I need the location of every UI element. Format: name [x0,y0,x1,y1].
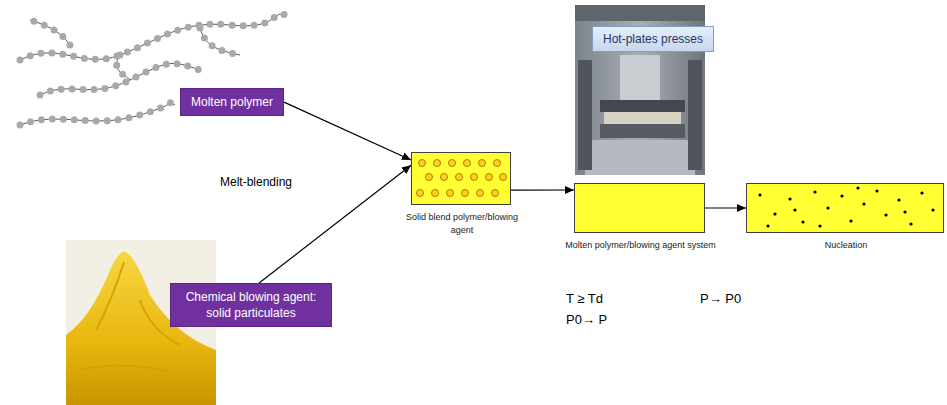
node-label: Chemical blowing agent: solid particulat… [181,289,321,321]
node-label: Solid blend polymer/blowing agent [403,211,521,237]
condition-label: P0→ P [566,310,607,328]
node-label: Nucleation [771,239,921,252]
material-box: Molten polymer/blowing agent system [574,183,705,233]
node-label: Molten polymer [191,94,273,110]
nuclei-dots [758,186,934,227]
condition-text: P0→ P [566,312,607,327]
flow-arrow [284,102,411,160]
label-box: Molten polymer [180,88,284,116]
condition-label: T ≥ Td [566,289,603,307]
blowing-agent-particles [417,160,507,197]
condition-text: P→ P0 [700,291,741,306]
edge-label-text: Melt-blending [218,175,294,189]
edge-label: Melt-blending [218,172,294,190]
condition-label: P→ P0 [700,289,741,307]
condition-text: T ≥ Td [566,291,603,306]
node-label: Hot-plates presses [603,32,703,46]
node-label: Molten polymer/blowing agent system [561,239,721,252]
material-box: Solid blend polymer/blowing agent [411,152,511,205]
polymer-chain [20,14,286,125]
flow-arrow [705,207,746,208]
material-box: Nucleation [746,183,944,233]
photo-caption-box: Hot-plates presses [592,26,714,52]
flow-arrow [511,189,574,190]
label-box: Chemical blowing agent: solid particulat… [170,283,332,327]
